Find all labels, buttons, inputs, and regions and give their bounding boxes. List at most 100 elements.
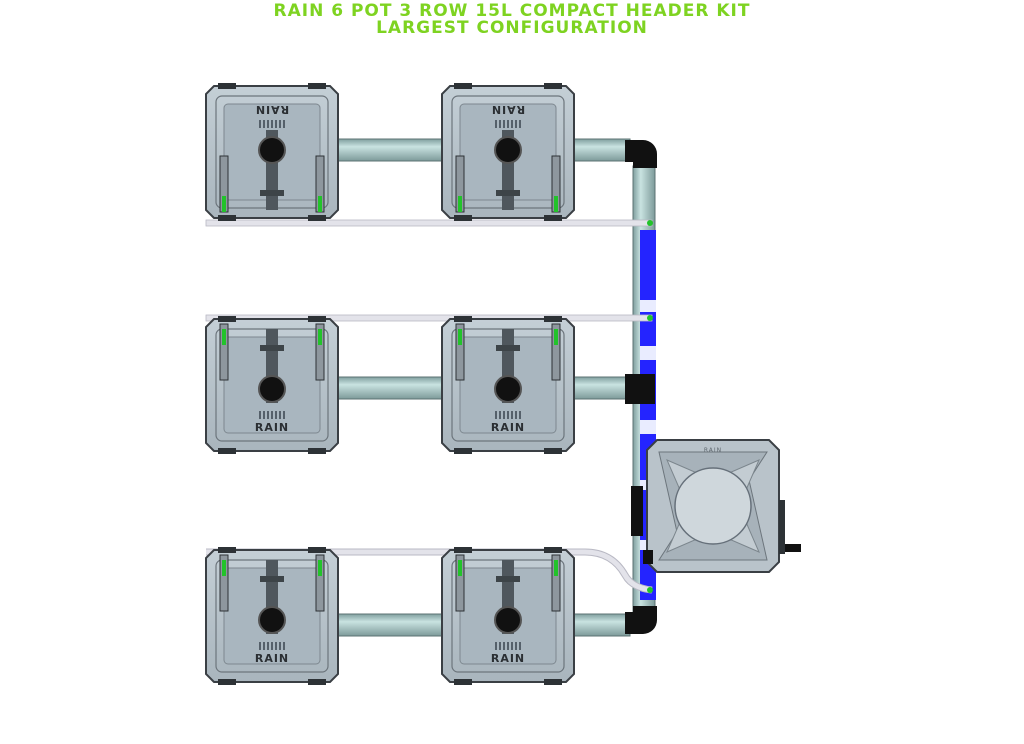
flow-gap: [640, 300, 656, 312]
feed-line-bottom: [206, 549, 653, 593]
diagram-title-line2: LARGEST CONFIGURATION: [376, 18, 648, 38]
unit-outlet-mount: [779, 500, 785, 554]
pot-foot: [218, 215, 236, 221]
pot-clip-indicator: [318, 196, 322, 212]
pot-grille: [279, 411, 281, 419]
drain-bracket: [260, 576, 284, 582]
pot-grille: [519, 411, 521, 419]
pot-grille: [267, 642, 269, 650]
pot-clip-indicator: [554, 329, 558, 345]
pot-grille: [511, 120, 513, 128]
pot-grille: [279, 120, 281, 128]
drain-connector: [647, 587, 653, 593]
header-pipe-right: [571, 376, 631, 400]
pot-grille: [275, 642, 277, 650]
pot-foot: [218, 83, 236, 89]
drain-hole: [494, 375, 522, 403]
pipe-joint: [631, 486, 643, 536]
pot-clip-indicator: [318, 560, 322, 576]
pot-grille: [499, 120, 501, 128]
pot-clip-indicator: [554, 196, 558, 212]
pot-foot: [308, 83, 326, 89]
pot-clip-indicator: [222, 329, 226, 345]
pot-grille: [515, 411, 517, 419]
pot-grille: [519, 120, 521, 128]
pot-grille: [495, 411, 497, 419]
pot-grille: [283, 642, 285, 650]
pot-clip: [455, 323, 465, 381]
pot-clip: [455, 554, 465, 612]
pot-clip-indicator: [458, 329, 462, 345]
pot: RAIN: [205, 316, 339, 454]
drain-bracket: [496, 345, 520, 351]
header-pipe-left: [335, 138, 445, 162]
unit-inlet: [643, 550, 653, 564]
drain-hole: [494, 606, 522, 634]
pot-foot: [544, 448, 562, 454]
pot-foot: [544, 215, 562, 221]
drain-connector: [647, 315, 653, 321]
unit-outlet: [785, 544, 801, 552]
pot-grille: [503, 411, 505, 419]
pot-clip: [219, 323, 229, 381]
header-pipe-left: [335, 613, 445, 637]
pot-grille: [271, 411, 273, 419]
drain-hole: [258, 375, 286, 403]
unit-label: RAIN: [704, 447, 722, 454]
pot-grille: [499, 411, 501, 419]
pot-clip-indicator: [458, 196, 462, 212]
pot-foot: [454, 679, 472, 685]
pot: RAIN: [205, 547, 339, 685]
pot-foot: [218, 316, 236, 322]
pot-foot: [454, 316, 472, 322]
pot-clip-indicator: [458, 560, 462, 576]
pot-grille: [515, 120, 517, 128]
pot-clip: [315, 554, 325, 612]
pot-foot: [308, 316, 326, 322]
pot-grille: [519, 642, 521, 650]
pot-foot: [454, 547, 472, 553]
feed-line: [205, 219, 653, 227]
pot-clip: [315, 323, 325, 381]
pot-foot: [308, 679, 326, 685]
pot-foot: [308, 448, 326, 454]
pot-foot: [454, 448, 472, 454]
pot-clip-indicator: [318, 329, 322, 345]
drain-bracket: [260, 190, 284, 196]
pot-grille: [275, 411, 277, 419]
header-pipe-left: [335, 376, 445, 400]
drain-bracket: [496, 190, 520, 196]
pot-clip-indicator: [222, 196, 226, 212]
pot-grille: [499, 642, 501, 650]
flow-gap: [640, 346, 656, 360]
pot-grille: [495, 642, 497, 650]
elbow-fitting-bottom: [625, 606, 657, 634]
pot-label: RAIN: [255, 421, 289, 434]
pot-grille: [515, 642, 517, 650]
pot-grille: [275, 120, 277, 128]
pot-clip: [219, 554, 229, 612]
pot-grille: [267, 411, 269, 419]
pot-grille: [495, 120, 497, 128]
pot-grille: [263, 120, 265, 128]
pot-foot: [544, 83, 562, 89]
pot-grille: [263, 411, 265, 419]
pot: RAIN: [441, 83, 575, 221]
pot-foot: [218, 448, 236, 454]
pot-grille: [507, 411, 509, 419]
diagram-title-line1: RAIN 6 POT 3 ROW 15L COMPACT HEADER KIT: [273, 1, 751, 21]
pot-foot: [544, 316, 562, 322]
pot-foot: [218, 547, 236, 553]
elbow-fitting-top: [625, 140, 657, 168]
pot-grille: [267, 120, 269, 128]
pot-grille: [259, 120, 261, 128]
drain-hole: [258, 136, 286, 164]
pot-clip: [551, 323, 561, 381]
pot-foot: [544, 547, 562, 553]
pot-grille: [503, 120, 505, 128]
pot-grille: [511, 411, 513, 419]
pot-foot: [544, 679, 562, 685]
drain-bracket: [496, 576, 520, 582]
